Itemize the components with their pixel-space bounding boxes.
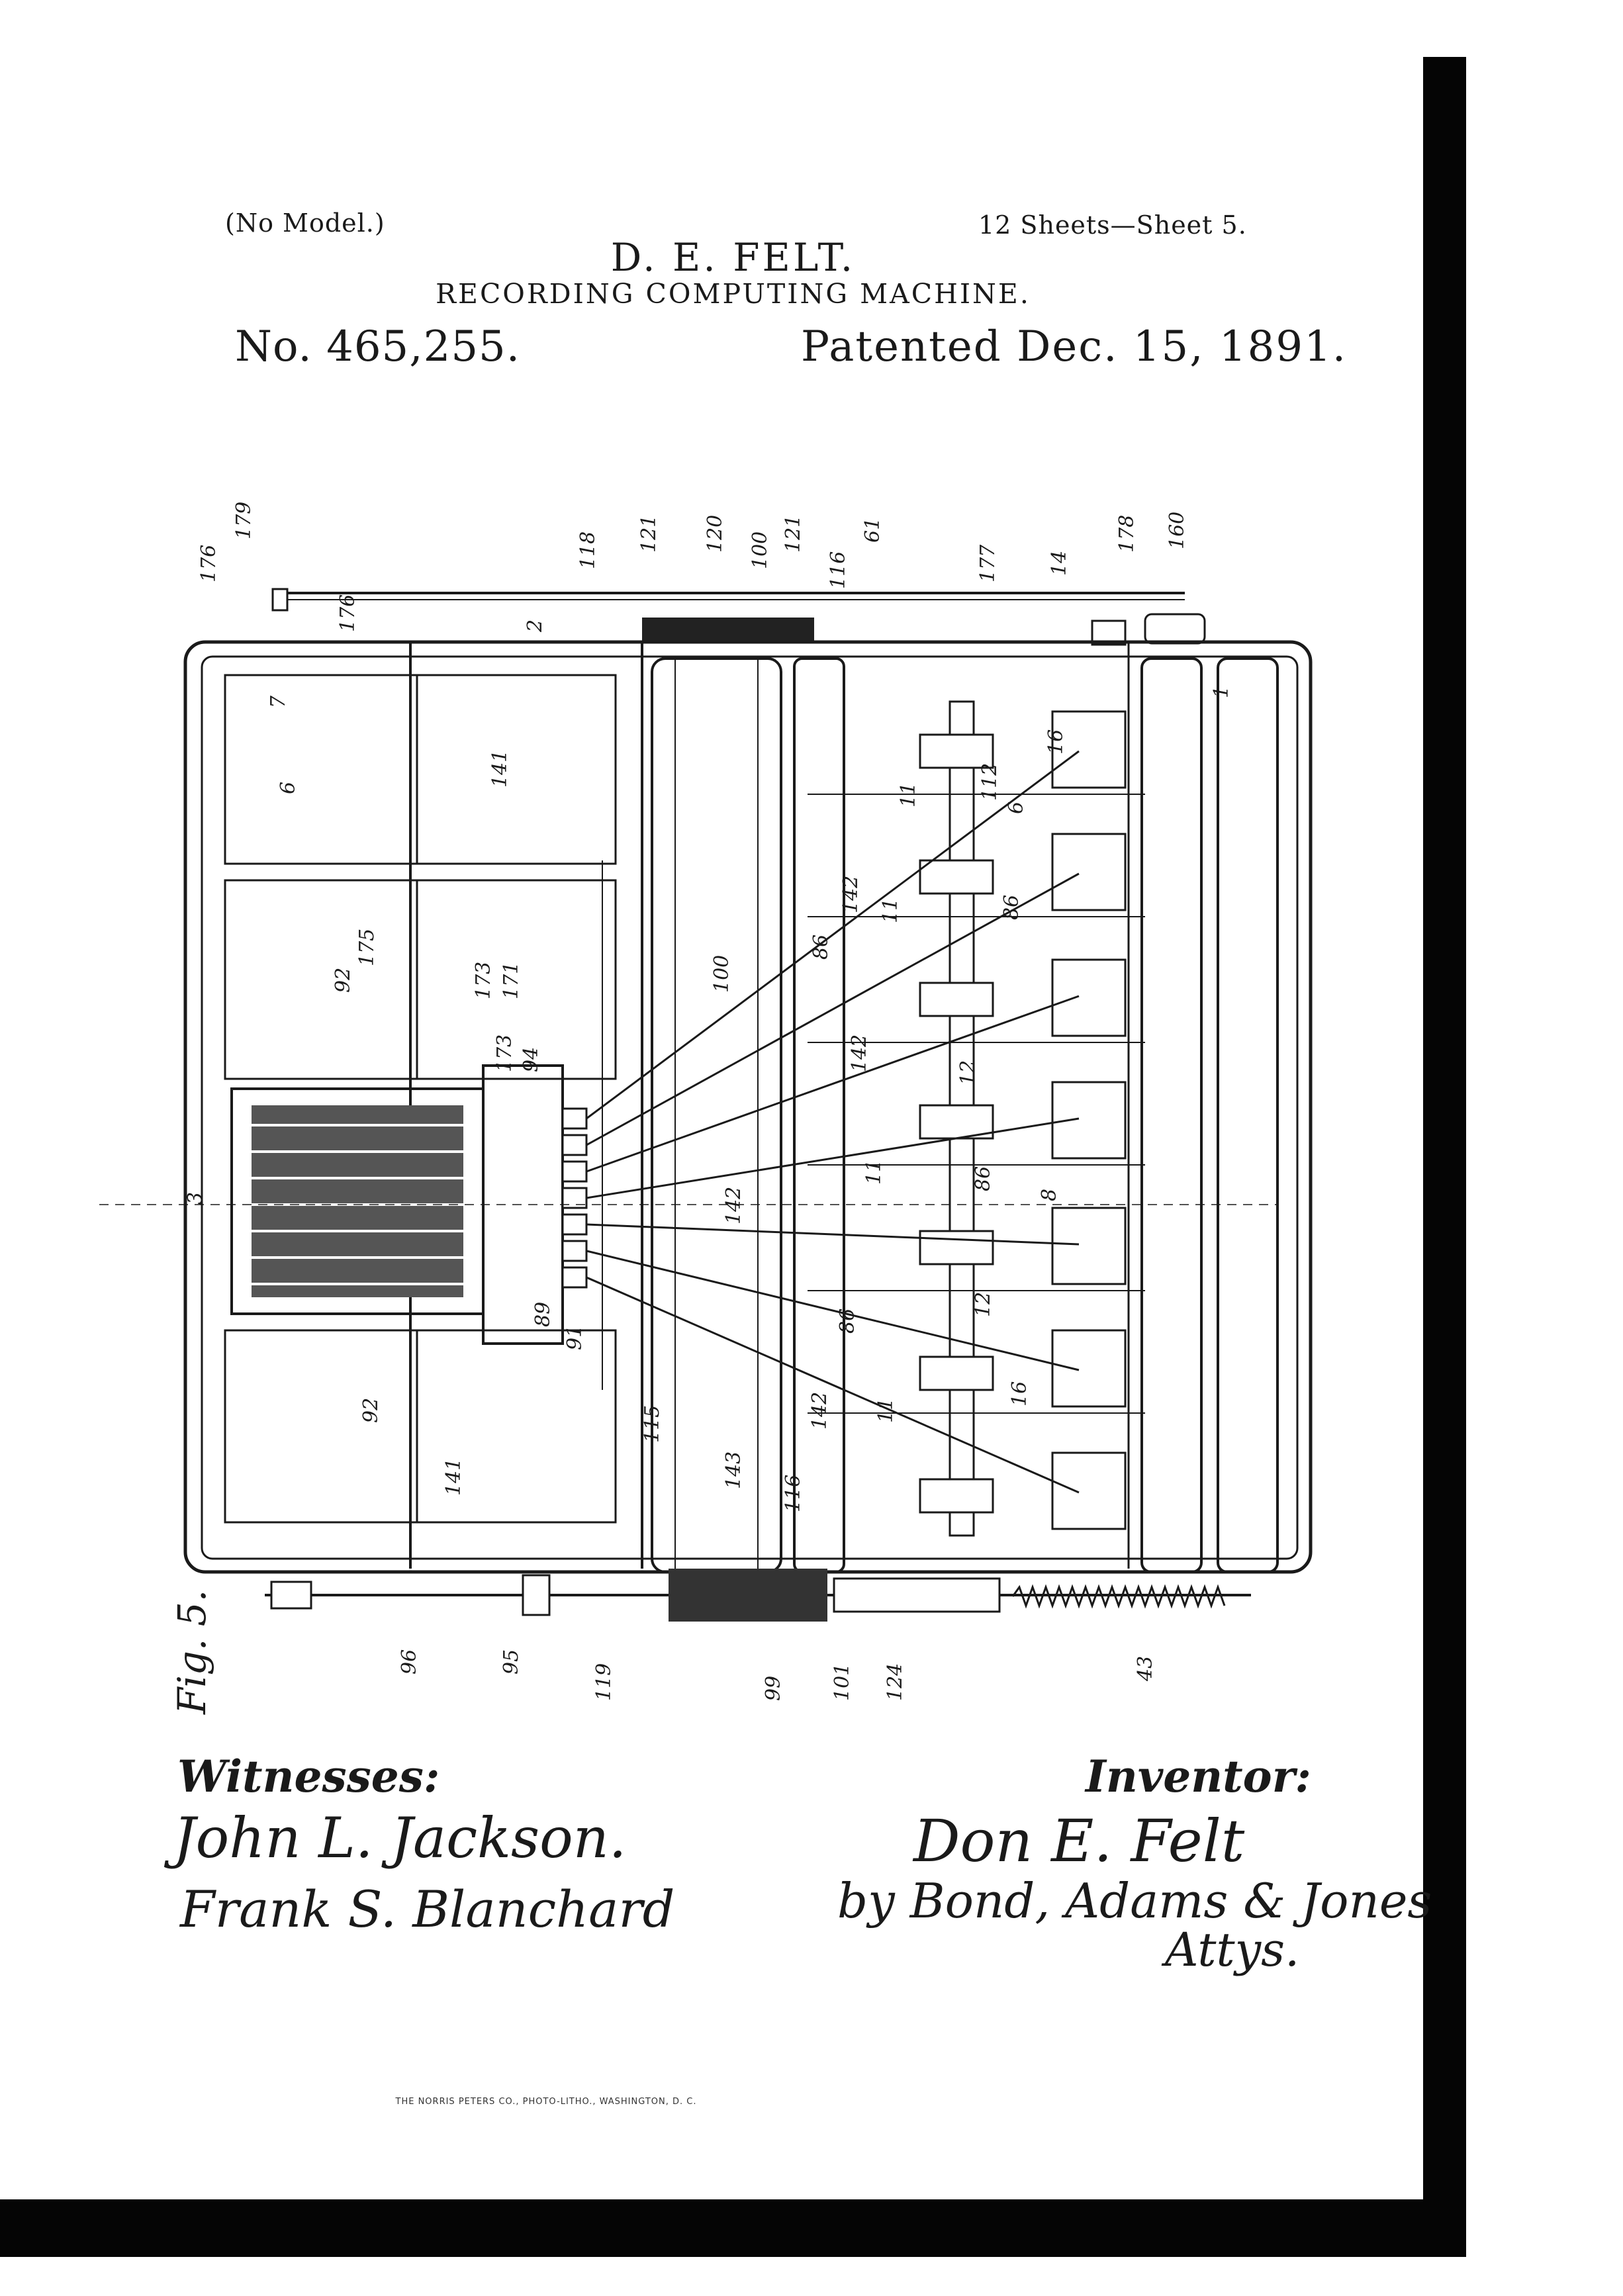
counter-shaft xyxy=(919,700,994,1537)
ref-11: 11 xyxy=(862,1160,886,1185)
ref-160: 160 xyxy=(1166,512,1189,549)
ref-99: 99 xyxy=(762,1676,785,1701)
ref-95: 95 xyxy=(500,1649,523,1675)
ref-86: 86 xyxy=(836,1309,859,1334)
top-rod xyxy=(271,588,1185,612)
ref-3: 3 xyxy=(184,1192,207,1205)
scan-border-right xyxy=(1423,57,1466,2257)
ref-142: 142 xyxy=(839,876,862,913)
ref-115: 115 xyxy=(641,1405,664,1443)
top-gears xyxy=(642,613,1206,646)
ref-178: 178 xyxy=(1115,515,1138,553)
ref-142: 142 xyxy=(808,1392,831,1430)
bottom-mechanism xyxy=(265,1569,1251,1622)
patent-number: No. 465,255. xyxy=(235,322,521,371)
ref-116: 116 xyxy=(827,551,850,589)
ref-8: 8 xyxy=(1038,1189,1061,1201)
connecting-wires xyxy=(586,750,1080,1494)
ref-120: 120 xyxy=(704,515,727,553)
ref-173: 173 xyxy=(472,962,495,999)
sheet-count: 12 Sheets—Sheet 5. xyxy=(978,210,1247,240)
ref-101: 101 xyxy=(831,1663,854,1701)
ref-11: 11 xyxy=(874,1398,898,1423)
ref-86: 86 xyxy=(1000,895,1023,920)
ref-6: 6 xyxy=(1005,802,1028,814)
wheel-columns xyxy=(1051,710,1127,1530)
ref-86: 86 xyxy=(972,1166,995,1191)
witness-signature-2: Frank S. Blanchard xyxy=(180,1880,675,1939)
no-model-label: (No Model.) xyxy=(225,208,385,238)
ref-43: 43 xyxy=(1134,1656,1157,1682)
ref-1: 1 xyxy=(1210,686,1233,698)
left-compartments xyxy=(224,674,617,1524)
witnesses-heading: Witnesses: xyxy=(177,1751,440,1802)
ref-16: 16 xyxy=(1044,729,1068,755)
ref-100: 100 xyxy=(710,955,733,993)
inventor-heading: Inventor: xyxy=(1086,1751,1311,1802)
ref-7: 7 xyxy=(267,695,290,708)
ref-91: 91 xyxy=(563,1325,586,1350)
ref-141: 141 xyxy=(488,750,512,788)
reference-numerals: 176 179 176 2 118 121 120 100 121 116 61… xyxy=(184,502,1233,1701)
type-carrier xyxy=(230,1064,588,1345)
patent-date: Patented Dec. 15, 1891. xyxy=(801,322,1348,371)
ref-96: 96 xyxy=(398,1649,421,1675)
attorneys-label: Attys. xyxy=(1165,1923,1300,1977)
ref-179: 179 xyxy=(232,502,255,539)
ref-142: 142 xyxy=(722,1187,745,1224)
ref-116: 116 xyxy=(782,1475,805,1512)
ref-124: 124 xyxy=(884,1663,907,1701)
witness-signature-1: John L. Jackson. xyxy=(173,1806,627,1870)
ref-143: 143 xyxy=(722,1451,745,1489)
ref-118: 118 xyxy=(577,531,600,569)
ref-89: 89 xyxy=(532,1302,555,1327)
ref-176: 176 xyxy=(197,545,220,582)
ref-61: 61 xyxy=(861,518,884,543)
attorneys-signature: by Bond, Adams & Jones xyxy=(837,1873,1432,1929)
figure-label: Fig. 5. xyxy=(169,1590,214,1715)
ref-92: 92 xyxy=(359,1398,383,1423)
ref-175: 175 xyxy=(355,929,379,966)
ref-119: 119 xyxy=(592,1663,616,1701)
ref-100: 100 xyxy=(749,531,772,569)
ref-6: 6 xyxy=(277,782,300,794)
ref-11: 11 xyxy=(897,782,920,807)
inventor-signature: Don E. Felt xyxy=(913,1807,1245,1875)
machine-drawing: Fig. 5. 176 179 176 2 118 121 120 100 12… xyxy=(99,502,1313,1715)
ref-92: 92 xyxy=(332,968,355,993)
ref-173: 173 xyxy=(493,1034,516,1072)
ref-16: 16 xyxy=(1008,1381,1031,1406)
scan-border-bottom xyxy=(0,2199,1466,2257)
ref-11: 11 xyxy=(879,898,902,923)
ref-171: 171 xyxy=(500,962,523,999)
ref-12: 12 xyxy=(972,1292,995,1317)
ref-14: 14 xyxy=(1048,551,1071,576)
ref-2: 2 xyxy=(524,620,547,633)
ref-177: 177 xyxy=(976,544,999,582)
ref-176: 176 xyxy=(336,594,359,632)
ref-112: 112 xyxy=(978,763,1001,801)
printer-credit: THE NORRIS PETERS CO., PHOTO-LITHO., WAS… xyxy=(395,2097,697,2107)
inventor-name: D. E. FELT. xyxy=(610,235,856,280)
ref-94: 94 xyxy=(520,1047,543,1072)
ref-141: 141 xyxy=(442,1458,465,1496)
ref-121: 121 xyxy=(782,515,805,553)
invention-title: RECORDING COMPUTING MACHINE. xyxy=(436,278,1031,310)
ref-142: 142 xyxy=(848,1034,871,1072)
cross-rods xyxy=(808,794,1145,1414)
ref-86: 86 xyxy=(810,935,833,960)
ref-121: 121 xyxy=(637,515,661,553)
ref-12: 12 xyxy=(956,1060,980,1085)
